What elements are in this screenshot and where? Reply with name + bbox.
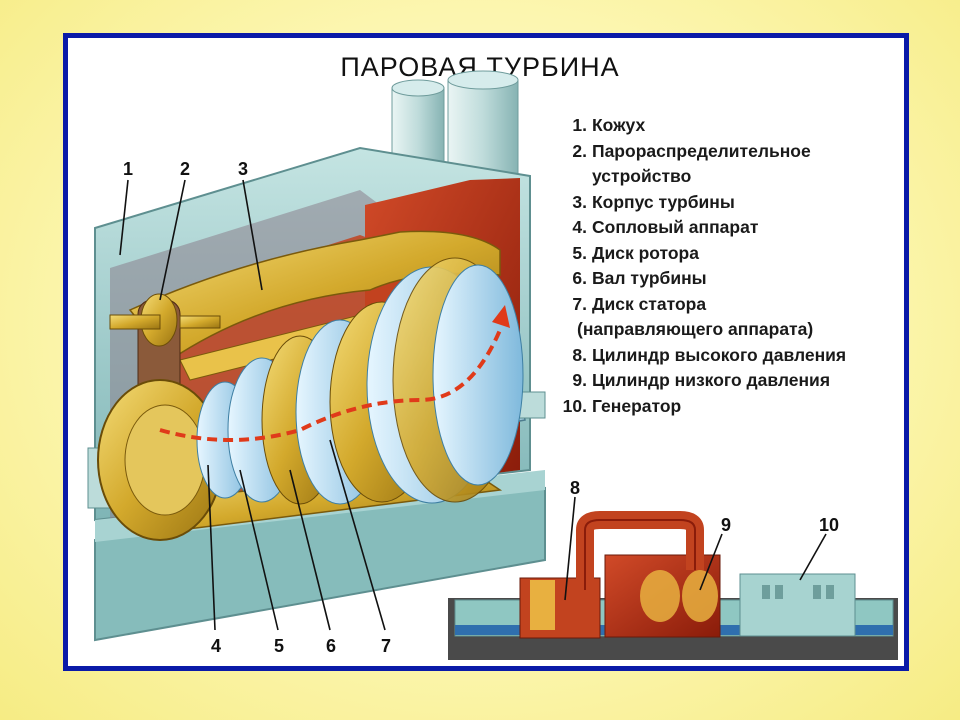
callout-4: 4 [211, 636, 221, 656]
legend-item-4: 4.Сопловый аппарат [572, 217, 759, 237]
legend-item-5: 5.Диск ротора [572, 242, 699, 263]
legend-item-9: 9.Цилиндр низкого давления [572, 370, 831, 390]
callout-3: 3 [238, 159, 248, 179]
callout-6: 6 [326, 636, 336, 656]
callout-9: 9 [721, 515, 731, 535]
callout-5: 5 [274, 636, 284, 656]
callouts-main: 1 2 3 4 5 6 7 [119, 159, 391, 656]
legend-item-1: 1.Кожух [572, 115, 646, 135]
callout-8: 8 [570, 478, 580, 498]
callout-2: 2 [180, 159, 190, 179]
steam-flow-arrows [159, 305, 510, 442]
legend-item-10: 10.Генератор [562, 395, 682, 416]
legend-item-8: 8.Цилиндр высокого давления [572, 344, 847, 365]
legend-item-7: 7.Диск статора(направляющего аппарата) [572, 293, 814, 340]
callout-10: 10 [819, 515, 839, 535]
rotor-stages [196, 257, 524, 505]
callout-1: 1 [123, 159, 133, 179]
callout-7: 7 [381, 636, 391, 656]
turbine-unit-inset: 8 9 10 [448, 478, 898, 660]
legend-item-6: 6.Вал турбины [572, 268, 707, 288]
legend-item-3: 3.Корпус турбины [572, 191, 735, 212]
